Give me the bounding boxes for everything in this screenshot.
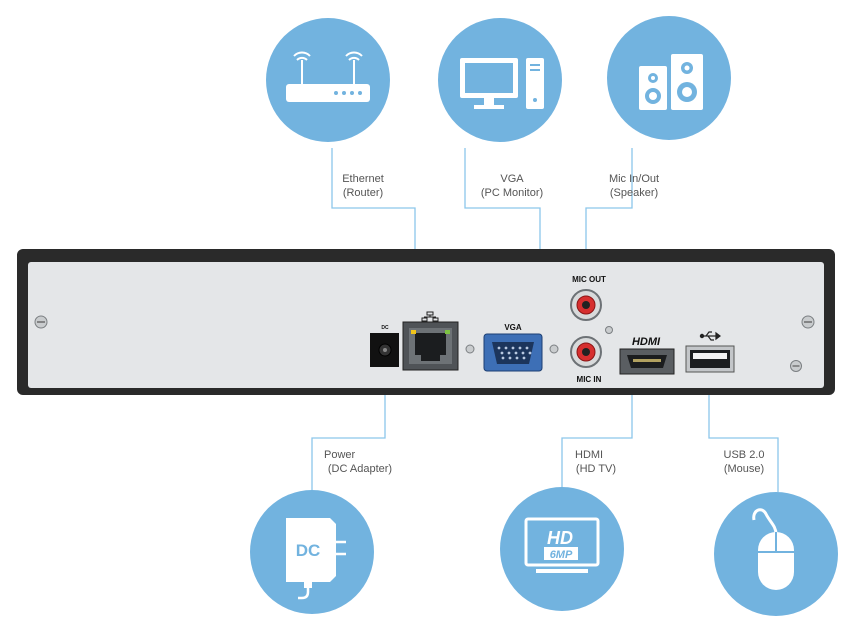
ethernet-label: Ethernet (Router) — [328, 172, 398, 200]
mic-label-line1: Mic In/Out — [608, 173, 660, 185]
vga-label: VGA (PC Monitor) — [466, 172, 558, 200]
dc-port-label: DC — [381, 325, 389, 331]
hd-tv-circle: HD 6MP — [500, 487, 624, 611]
mic-connector — [585, 148, 633, 286]
mic-out-label: MIC OUT — [572, 275, 606, 284]
ethernet-label-line1: Ethernet — [342, 173, 384, 185]
mouse-circle — [714, 492, 838, 616]
usb-label-line2: (Mouse) — [723, 463, 765, 475]
mic-out-jack: MIC OUT — [570, 275, 606, 321]
ethernet-label-line2: (Router) — [342, 187, 384, 199]
mic-label: Mic In/Out (Speaker) — [596, 172, 672, 200]
mouse-icon — [752, 508, 794, 590]
panel-screw-right — [801, 315, 815, 329]
hdmi-port: HDMI — [619, 336, 675, 375]
usb-symbol-icon — [699, 331, 721, 341]
vga-port-label: VGA — [504, 323, 522, 332]
power-label-line1: Power — [324, 449, 356, 461]
recorder-back-panel: DC — [17, 249, 835, 395]
screw-vga — [549, 344, 559, 354]
hd-tv-icon: HD 6MP — [524, 517, 600, 573]
hdmi-connector — [561, 374, 633, 492]
usb-label-line1: USB 2.0 — [723, 449, 765, 461]
hdmi-label-line2: (HD TV) — [575, 463, 617, 475]
panel-screw-left — [34, 315, 48, 329]
network-icon — [421, 311, 439, 322]
vga-label-line2: (PC Monitor) — [480, 187, 544, 199]
usb-label: USB 2.0 (Mouse) — [712, 448, 776, 476]
power-adapter-circle: DC — [250, 490, 374, 614]
hdmi-label: HDMI (HD TV) — [566, 448, 626, 476]
router-icon — [286, 51, 370, 102]
mic-label-line2: (Speaker) — [609, 187, 659, 199]
hd-badge: HD — [547, 528, 573, 548]
hdmi-label-line1: HDMI — [575, 449, 604, 461]
power-connector — [311, 374, 386, 492]
mic-in-label: MIC IN — [577, 375, 602, 384]
mic-in-jack: MIC IN — [570, 336, 602, 384]
hdmi-logo: HDMI — [632, 336, 661, 348]
ethernet-router-circle — [266, 18, 390, 142]
dc-badge: DC — [296, 541, 321, 560]
power-label: Power (DC Adapter) — [318, 448, 402, 476]
vga-monitor-circle — [438, 18, 562, 142]
6mp-badge: 6MP — [550, 549, 573, 561]
pc-monitor-icon — [460, 58, 544, 109]
ground-screw — [790, 360, 802, 372]
speaker-circle — [607, 16, 731, 140]
dc-adapter-icon: DC — [286, 518, 346, 600]
screw-ethernet — [465, 344, 475, 354]
dc-power-jack: DC — [370, 325, 399, 367]
vga-label-line1: VGA — [500, 173, 524, 185]
vga-port: VGA — [483, 323, 543, 372]
usb-port — [685, 331, 735, 373]
power-label-line2: (DC Adapter) — [327, 463, 393, 475]
screw-mic-out — [605, 326, 613, 334]
usb-connector — [708, 374, 779, 492]
speaker-icon — [639, 54, 703, 110]
ethernet-port — [402, 311, 459, 371]
